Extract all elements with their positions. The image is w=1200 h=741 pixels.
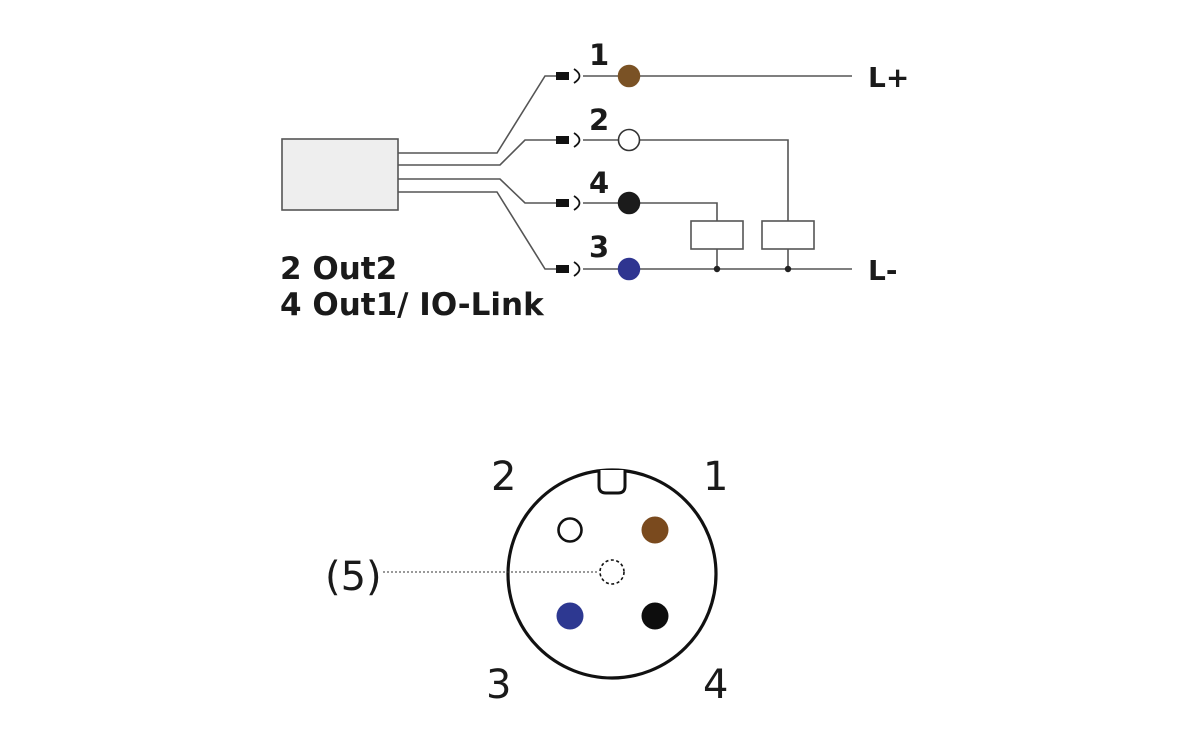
load-out2 <box>761 220 815 250</box>
connector-pin-1 <box>641 516 669 544</box>
sensor-body <box>281 138 399 211</box>
plug-symbol-pin4 <box>556 195 581 211</box>
connector-pin-2 <box>557 517 583 543</box>
plug-symbol-pin2 <box>556 132 581 148</box>
junction-dot <box>713 265 721 273</box>
pin-label-4: 4 <box>589 166 609 200</box>
connector-key-notch <box>597 470 627 495</box>
plug-symbol-pin1 <box>556 68 581 84</box>
rail-label-positive: L+ <box>868 61 909 94</box>
cable-wires <box>398 75 556 270</box>
connector-pin-5 <box>599 559 625 585</box>
legend-out2: 2 Out2 <box>280 251 397 287</box>
terminal-dot-pin1 <box>617 64 641 88</box>
connector-pin-4 <box>641 602 669 630</box>
plug-symbol-pin3 <box>556 261 581 277</box>
connector-label-2: 2 <box>491 454 516 500</box>
connector-label-3: 3 <box>486 662 511 708</box>
connector-pin-3 <box>556 602 584 630</box>
terminal-dot-pin3 <box>617 257 641 281</box>
output-wiring <box>640 75 852 270</box>
load-out1 <box>690 220 744 250</box>
junction-dot <box>784 265 792 273</box>
connector-label-5: (5) <box>325 554 382 600</box>
pin-label-2: 2 <box>589 103 609 137</box>
connector-label-4: 4 <box>703 662 728 708</box>
pin-label-1: 1 <box>589 38 609 72</box>
terminal-dot-pin2 <box>617 128 641 152</box>
terminal-dot-pin4 <box>617 191 641 215</box>
rail-label-negative: L- <box>868 254 897 287</box>
legend-out1-io-link: 4 Out1/ IO-Link <box>280 287 545 323</box>
connector-face <box>383 468 718 680</box>
connector-label-1: 1 <box>703 454 728 500</box>
terminal-leads <box>583 75 618 270</box>
pin-label-3: 3 <box>589 230 609 264</box>
